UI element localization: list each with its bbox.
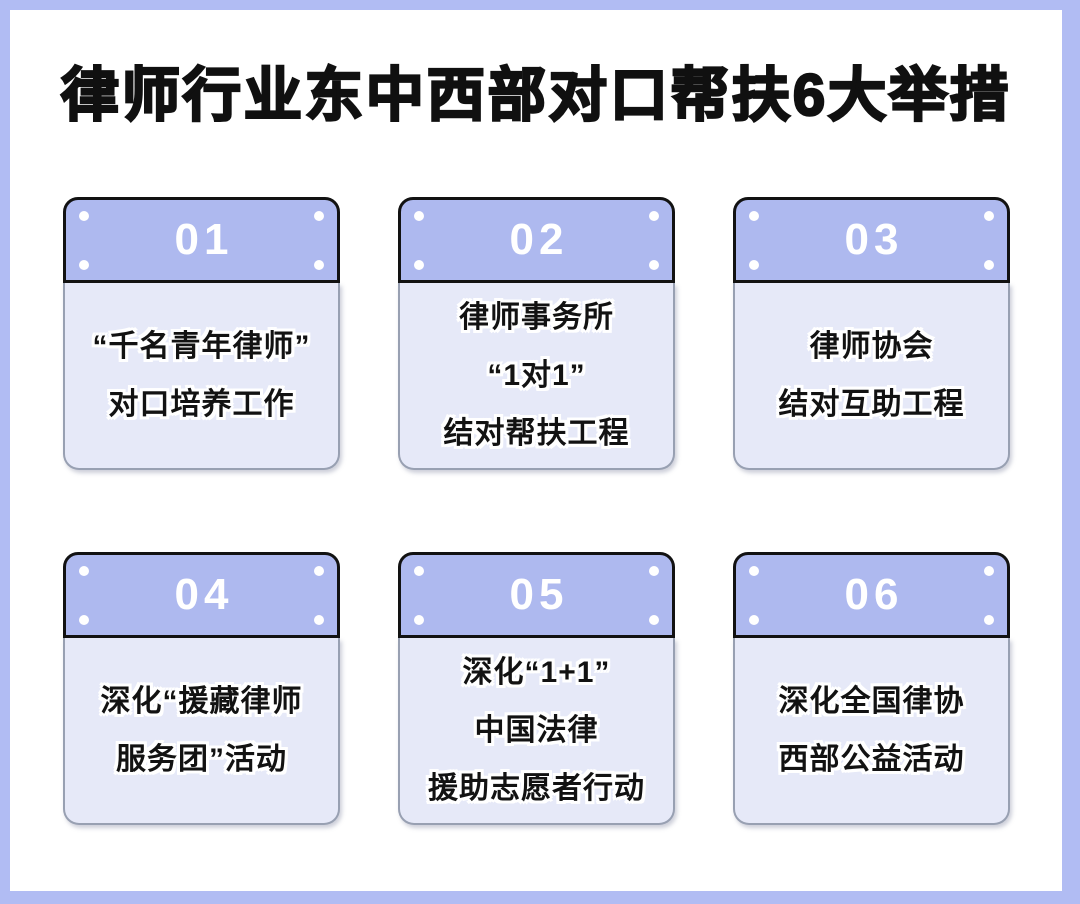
card-number: 06: [844, 570, 904, 619]
card-number: 02: [509, 215, 569, 264]
rivet-dot: [984, 260, 994, 270]
measure-card-01: 01 “千名青年律师” 对口培养工作: [63, 197, 340, 470]
card-header: 02: [398, 197, 675, 283]
card-text: “千名青年律师” 对口培养工作: [63, 283, 340, 470]
card-text-line: 结对互助工程: [778, 387, 965, 421]
rivet-dot: [649, 566, 659, 576]
card-text-line: 对口培养工作: [108, 387, 295, 421]
card-text: 深化“1+1” 中国法律 援助志愿者行动: [398, 638, 675, 825]
card-header: 03: [733, 197, 1010, 283]
card-text-line: 深化“援藏律师: [100, 684, 303, 718]
card-text-line: 西部公益活动: [778, 742, 965, 776]
card-header: 05: [398, 552, 675, 638]
rivet-dot: [749, 260, 759, 270]
measure-card-03: 03 律师协会 结对互助工程: [733, 197, 1010, 470]
measure-card-04: 04 深化“援藏律师 服务团”活动: [63, 552, 340, 825]
rivet-dot: [314, 260, 324, 270]
rivet-dot: [649, 211, 659, 221]
rivet-dot: [749, 566, 759, 576]
rivet-dot: [749, 211, 759, 221]
rivet-dot: [414, 615, 424, 625]
measure-card-06: 06 深化全国律协 西部公益活动: [733, 552, 1010, 825]
card-text: 深化“援藏律师 服务团”活动: [63, 638, 340, 825]
rivet-dot: [414, 211, 424, 221]
card-text-line: 深化“1+1”: [462, 655, 611, 689]
rivet-dot: [749, 615, 759, 625]
rivet-dot: [314, 566, 324, 576]
rivet-dot: [649, 615, 659, 625]
card-text-line: 中国法律: [474, 713, 599, 747]
rivet-dot: [414, 566, 424, 576]
poster-panel: 律师行业东中西部对口帮扶6大举措 01 “千名青年律师” 对口培养工作: [10, 10, 1062, 891]
card-header: 01: [63, 197, 340, 283]
rivet-dot: [984, 566, 994, 576]
card-header: 06: [733, 552, 1010, 638]
card-text-line: 援助志愿者行动: [428, 771, 645, 805]
card-number: 05: [509, 570, 569, 619]
card-number: 03: [844, 215, 904, 264]
card-text: 律师协会 结对互助工程: [733, 283, 1010, 470]
card-number: 04: [174, 570, 234, 619]
rivet-dot: [414, 260, 424, 270]
rivet-dot: [984, 615, 994, 625]
card-text-line: 结对帮扶工程: [443, 416, 630, 450]
card-text: 深化全国律协 西部公益活动: [733, 638, 1010, 825]
rivet-dot: [314, 615, 324, 625]
card-text-line: “1对1”: [487, 358, 586, 392]
poster-title: 律师行业东中西部对口帮扶6大举措: [60, 62, 1012, 130]
card-number: 01: [174, 215, 234, 264]
measure-card-02: 02 律师事务所 “1对1” 结对帮扶工程: [398, 197, 675, 470]
measure-card-05: 05 深化“1+1” 中国法律 援助志愿者行动: [398, 552, 675, 825]
rivet-dot: [79, 615, 89, 625]
measures-grid: 01 “千名青年律师” 对口培养工作 02 律师事务所 “1对1” 结对帮扶工程: [63, 197, 1010, 825]
rivet-dot: [649, 260, 659, 270]
card-text-line: “千名青年律师”: [92, 329, 311, 363]
card-text-line: 律师事务所: [459, 300, 614, 334]
card-header: 04: [63, 552, 340, 638]
card-text-line: 律师协会: [809, 329, 934, 363]
card-text-line: 深化全国律协: [778, 684, 965, 718]
rivet-dot: [79, 211, 89, 221]
rivet-dot: [984, 211, 994, 221]
card-text-line: 服务团”活动: [116, 742, 287, 776]
card-text: 律师事务所 “1对1” 结对帮扶工程: [398, 283, 675, 470]
rivet-dot: [314, 211, 324, 221]
rivet-dot: [79, 260, 89, 270]
rivet-dot: [79, 566, 89, 576]
